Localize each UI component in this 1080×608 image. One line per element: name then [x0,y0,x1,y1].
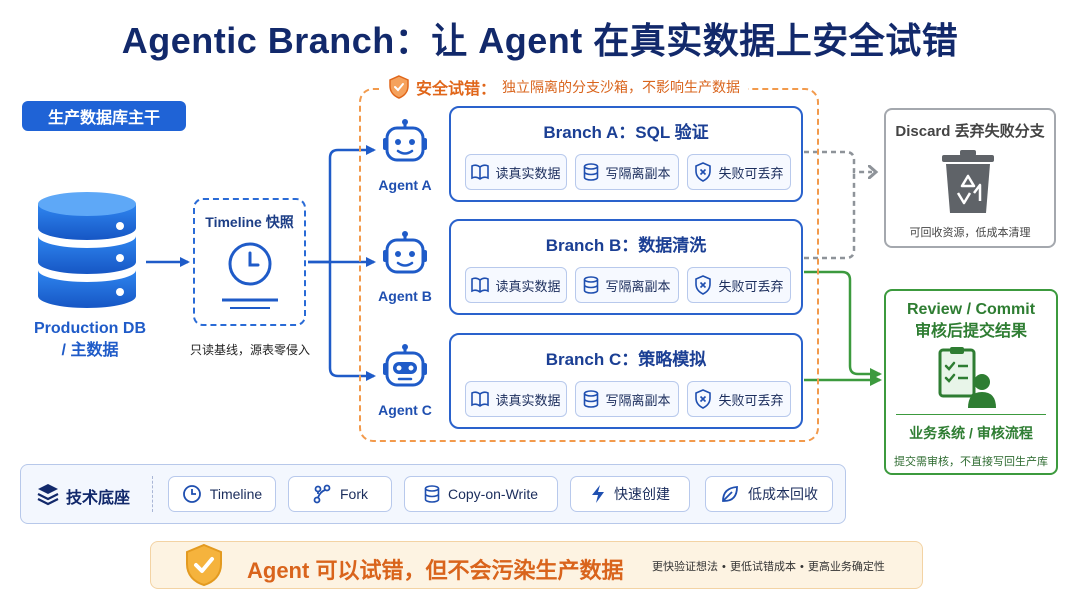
tech-item-label: 快速创建 [614,486,670,502]
chip-label: 写隔离副本 [605,165,671,181]
layers-icon [37,484,59,506]
snapshot-to-agent-a-arrow [308,145,376,264]
tech-item-timeline: Timeline [168,476,276,512]
discard-note: 可回收资源，低成本清理 [909,227,1031,239]
tech-item-label: Fork [340,486,368,502]
chip-discard-on-failure: 失败可丢弃 [687,154,791,190]
production-db-subname: / 主数据 [61,342,119,359]
snapshot-to-agent-c-arrow [328,262,376,381]
robot-icon [383,231,427,274]
timeline-snapshot-card [193,198,306,326]
chip-discard-on-failure: 失败可丢弃 [687,381,791,417]
review-title: Review / Commit 审核后提交结果 [884,299,1058,343]
leaf-icon [722,486,738,502]
agent-c-label: Agent C [378,402,432,418]
branch-c-card: Branch C：策略模拟 读真实数据 写隔离副本 失败可丢弃 [449,333,803,429]
chip-label: 读真实数据 [495,278,561,294]
shield-x-icon [695,162,712,182]
branch-b-card: Branch B：数据清洗 读真实数据 写隔离副本 失败可丢弃 [449,219,803,315]
recycle-bin-icon [942,150,994,213]
branch-a-to-discard-arrow [804,150,872,172]
tech-item-label: Copy-on-Write [448,486,538,502]
book-icon [471,277,490,293]
review-title-line2: 审核后提交结果 [914,323,1027,340]
database-icon [584,390,599,408]
tech-item-label: Timeline [209,486,263,502]
shield-x-icon [695,275,712,295]
branch-title: Branch C：策略模拟 [545,350,707,369]
tech-stack-separator [152,476,153,512]
chip-read-real-data: 读真实数据 [465,154,567,190]
chip-label: 写隔离副本 [605,278,671,294]
clock-icon [222,242,278,309]
tech-item-fast-create: 快速创建 [570,476,690,512]
page-title: Agentic Branch：让 Agent 在真实数据上安全试错 [121,20,959,61]
production-db-label: Production DB / 主数据 [26,318,154,362]
footer-points: 更快验证想法 • 更低试错成本 • 更高业务确定性 [652,561,885,573]
review-document-icon [938,347,996,408]
branch-a-card: Branch A：SQL 验证 读真实数据 写隔离副本 失败可丢弃 [449,106,803,202]
database-icon [38,192,136,308]
database-icon [584,276,599,294]
agent-b-label: Agent B [378,288,432,304]
book-icon [471,391,490,407]
tech-stack-label: 技术底座 [66,490,131,507]
chip-read-real-data: 读真实数据 [465,381,567,417]
footer-banner [150,541,923,589]
clock-icon [182,485,201,503]
shield-check-icon [186,543,222,587]
chip-write-isolated-copy: 写隔离副本 [575,154,679,190]
shield-icon [389,75,409,99]
snapshot-title: Timeline 快照 [205,214,294,230]
branch-b-to-review-arrow [804,270,882,380]
branch-b-to-discard-arrow [804,172,856,260]
trunk-label: 生产数据库主干 [22,101,186,131]
branch-title: Branch A：SQL 验证 [543,123,709,142]
review-note: 提交需审核，不直接写回生产库 [894,456,1048,468]
shield-x-icon [695,389,712,409]
tech-item-label: 低成本回收 [748,486,818,502]
robot-icon [383,119,427,162]
chip-label: 读真实数据 [495,165,561,181]
tech-item-low-cost-recycle: 低成本回收 [705,476,833,512]
book-icon [471,164,490,180]
agent-a-label: Agent A [378,177,432,193]
sandbox-description: 独立隔离的分支沙箱，不影响生产数据 [502,79,741,95]
production-db-name: Production DB [34,320,146,337]
sandbox-title: 安全试错： [416,81,497,98]
chip-read-real-data: 读真实数据 [465,267,567,303]
bolt-icon [592,485,604,503]
sandbox-header: 安全试错： 独立隔离的分支沙箱，不影响生产数据 [380,74,749,100]
database-icon [424,485,440,503]
snapshot-note: 只读基线，源表零侵入 [189,343,310,357]
fork-icon [313,484,331,504]
chip-write-isolated-copy: 写隔离副本 [575,267,679,303]
database-icon [584,163,599,181]
review-divider [896,414,1046,415]
chip-discard-on-failure: 失败可丢弃 [687,267,791,303]
footer-main-text: Agent 可以试错，但不会污染生产数据 [247,558,624,583]
review-subtitle: 业务系统 / 审核流程 [909,425,1033,441]
chip-label: 读真实数据 [495,392,561,408]
robot-icon [383,344,427,387]
chip-label: 失败可丢弃 [718,165,784,181]
chip-label: 失败可丢弃 [718,392,784,408]
chip-label: 失败可丢弃 [718,278,784,294]
discard-title: Discard 丢弃失败分支 [895,123,1045,140]
review-title-line1: Review / Commit [906,301,1036,318]
tech-item-copy-on-write: Copy-on-Write [404,476,558,512]
chip-label: 写隔离副本 [605,392,671,408]
chip-write-isolated-copy: 写隔离副本 [575,381,679,417]
branch-title: Branch B：数据清洗 [545,236,707,255]
tech-item-fork: Fork [288,476,392,512]
